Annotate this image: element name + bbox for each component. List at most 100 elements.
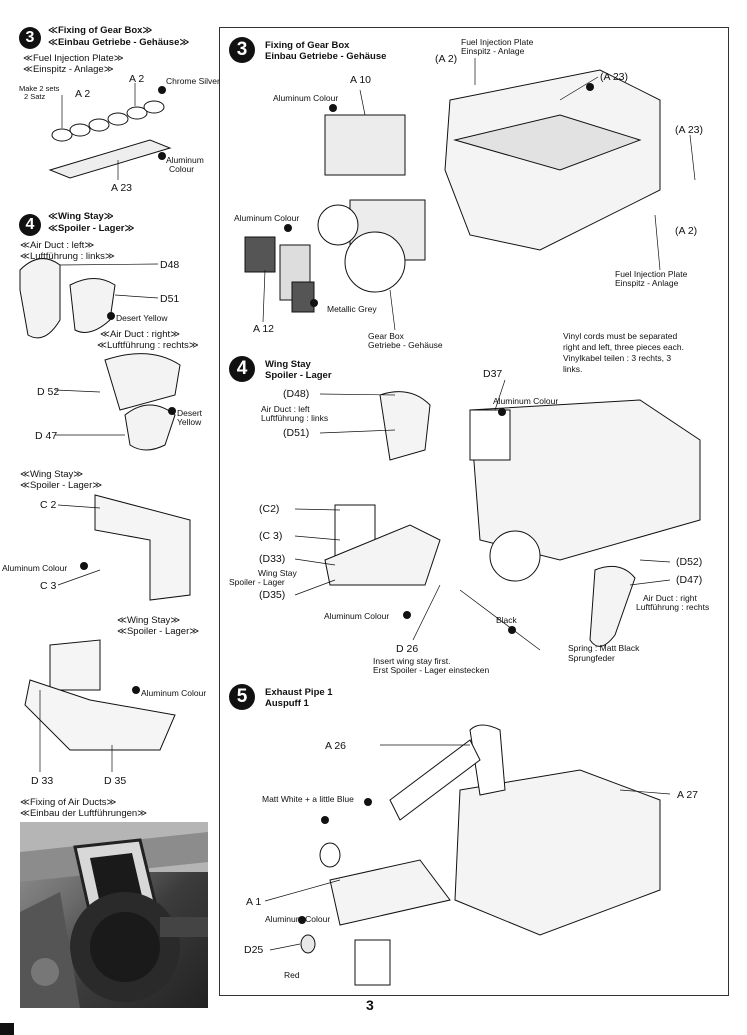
step-3-small-badge: 3 bbox=[19, 27, 41, 49]
a23-right-label: (A 23) bbox=[675, 124, 704, 136]
d37-label: D37 bbox=[483, 368, 503, 380]
left-d35: D 35 bbox=[104, 775, 127, 787]
d33-label: (D33) bbox=[259, 553, 286, 565]
gear-box-de: Getriebe - Gehäuse bbox=[368, 340, 443, 350]
left-spoiler-2: ≪Spoiler - Lager≫ bbox=[20, 480, 103, 491]
left-aluminum: Aluminum bbox=[166, 155, 204, 165]
a27-label: A 27 bbox=[677, 789, 699, 801]
step-4-badge: 4 bbox=[229, 356, 255, 382]
left-yellow: Yellow bbox=[177, 417, 202, 427]
c2-label: (C2) bbox=[259, 503, 280, 515]
d51-label: (D51) bbox=[283, 427, 310, 439]
step-3-badge: 3 bbox=[229, 37, 255, 63]
matt-white-label: Matt White + a little Blue bbox=[262, 794, 354, 804]
left-make-sets: Make 2 sets bbox=[19, 84, 60, 93]
d52-label: (D52) bbox=[676, 556, 703, 568]
vinyl-note-2: right and left, three pieces each. bbox=[563, 342, 684, 352]
left-air-duct-left-en: ≪Air Duct : left≫ bbox=[20, 240, 95, 251]
left-d51: D51 bbox=[160, 293, 180, 305]
left-spoiler-3: ≪Spoiler - Lager≫ bbox=[117, 626, 200, 637]
left-desert: Desert bbox=[177, 408, 203, 418]
a26-label: A 26 bbox=[325, 740, 347, 752]
aluminum-colour-label-5: Aluminum Colour bbox=[265, 914, 331, 924]
air-duct-right-de: Luftführung : rechts bbox=[636, 602, 710, 612]
left-a23-label: A 23 bbox=[111, 182, 133, 194]
left-step3-title-de: ≪Einbau Getriebe - Gehäuse≫ bbox=[48, 37, 190, 48]
air-duct-left-de: Luftführung : links bbox=[261, 413, 329, 423]
fuel-plate-en-bottom: Fuel Injection Plate bbox=[615, 269, 688, 279]
vinyl-note-4: links. bbox=[563, 364, 583, 374]
left-air-duct-left-de: ≪Luftführung : links≫ bbox=[20, 251, 115, 262]
left-fuel-plate-en: ≪Fuel Injection Plate≫ bbox=[23, 53, 124, 64]
left-air-duct-right-de: ≪Luftführung : rechts≫ bbox=[97, 340, 199, 351]
right-illustrations bbox=[244, 58, 701, 986]
black-label: Black bbox=[496, 615, 517, 625]
left-wing-stay-title: ≪Wing Stay≫ bbox=[48, 211, 114, 222]
step4-title-de: Spoiler - Lager bbox=[265, 370, 332, 381]
d47-label: (D47) bbox=[676, 574, 703, 586]
a1-label: A 1 bbox=[246, 896, 262, 908]
metallic-grey-label: Metallic Grey bbox=[327, 304, 377, 314]
left-d48: D48 bbox=[160, 259, 180, 271]
left-d33: D 33 bbox=[31, 775, 54, 787]
d25-label: D25 bbox=[244, 944, 264, 956]
a10-label: A 10 bbox=[350, 74, 372, 86]
left-desert-yellow: Desert Yellow bbox=[116, 313, 168, 323]
insert-note-de: Erst Spoiler - Lager einstecken bbox=[373, 665, 490, 675]
step3-title-en: Fixing of Gear Box bbox=[265, 40, 350, 51]
air-duct-right-en: Air Duct : right bbox=[643, 593, 697, 603]
instruction-frame bbox=[219, 27, 729, 996]
spring-de: Sprungfeder bbox=[568, 653, 615, 663]
left-aluminum-colour-2: Aluminum Colour bbox=[141, 688, 207, 698]
left-fixing-air-ducts-de: ≪Einbau der Luftführungen≫ bbox=[20, 808, 148, 819]
fuel-plate-de-top: Einspitz - Anlage bbox=[461, 46, 525, 56]
left-c3: C 3 bbox=[40, 580, 57, 592]
step5-title-en: Exhaust Pipe 1 bbox=[265, 687, 333, 698]
a2-top-label: (A 2) bbox=[435, 53, 458, 65]
insert-note-en: Insert wing stay first. bbox=[373, 656, 451, 666]
step-5-badge: 5 bbox=[229, 684, 255, 710]
left-fuel-plate-de: ≪Einspitz - Anlage≫ bbox=[23, 64, 114, 75]
red-label: Red bbox=[284, 970, 300, 980]
step-4-small-badge: 4 bbox=[19, 214, 41, 236]
fuel-plate-de-bottom: Einspitz - Anlage bbox=[615, 278, 679, 288]
gear-box-en: Gear Box bbox=[368, 331, 404, 341]
left-d47: D 47 bbox=[35, 430, 58, 442]
step3-title-de: Einbau Getriebe - Gehäuse bbox=[265, 51, 387, 62]
left-satz: 2 Satz bbox=[24, 92, 46, 101]
left-a2-label-1: A 2 bbox=[75, 88, 91, 100]
left-air-duct-right-en: ≪Air Duct : right≫ bbox=[100, 329, 181, 340]
aluminum-colour-label-1: Aluminum Colour bbox=[273, 93, 339, 103]
aluminum-colour-label-4: Aluminum Colour bbox=[324, 611, 390, 621]
left-spoiler-title: ≪Spoiler - Lager≫ bbox=[48, 223, 135, 234]
left-d52: D 52 bbox=[37, 386, 60, 398]
d26-label: D 26 bbox=[396, 643, 419, 655]
left-aluminum-colour-1: Aluminum Colour bbox=[2, 563, 68, 573]
vinyl-note-3: Vinylkabel teilen : 3 rechts, 3 bbox=[563, 353, 672, 363]
corner-mark bbox=[0, 1023, 14, 1035]
fuel-plate-en-top: Fuel Injection Plate bbox=[461, 37, 534, 47]
left-fixing-air-ducts-en: ≪Fixing of Air Ducts≫ bbox=[20, 797, 117, 808]
a2-right-label: (A 2) bbox=[675, 225, 698, 237]
step5-title-de: Auspuff 1 bbox=[265, 698, 309, 709]
d35-label: (D35) bbox=[259, 589, 286, 601]
step4-title-en: Wing Stay bbox=[265, 359, 311, 370]
spoiler-lager-label: Spoiler - Lager bbox=[229, 577, 285, 587]
wing-stay-label: Wing Stay bbox=[258, 568, 297, 578]
d48-label: (D48) bbox=[283, 388, 310, 400]
left-illustrations bbox=[19, 83, 191, 772]
aluminum-colour-label-3: Aluminum Colour bbox=[493, 396, 559, 406]
c3-label: (C 3) bbox=[259, 530, 283, 542]
vinyl-note-1: Vinyl cords must be separated bbox=[563, 331, 678, 341]
a23-top-label: (A 23) bbox=[600, 71, 629, 83]
left-wing-stay-3: ≪Wing Stay≫ bbox=[117, 615, 181, 626]
air-duct-left-en: Air Duct : left bbox=[261, 404, 310, 414]
spring-en: Spring : Matt Black bbox=[568, 643, 640, 653]
left-a2-label-2: A 2 bbox=[129, 73, 145, 85]
a12-label: A 12 bbox=[253, 323, 275, 335]
page-number: 3 bbox=[366, 997, 374, 1013]
left-step3-title-en: ≪Fixing of Gear Box≫ bbox=[48, 25, 153, 36]
air-duct-photo bbox=[20, 822, 208, 1008]
aluminum-colour-label-2: Aluminum Colour bbox=[234, 213, 300, 223]
left-colour: Colour bbox=[169, 164, 195, 174]
